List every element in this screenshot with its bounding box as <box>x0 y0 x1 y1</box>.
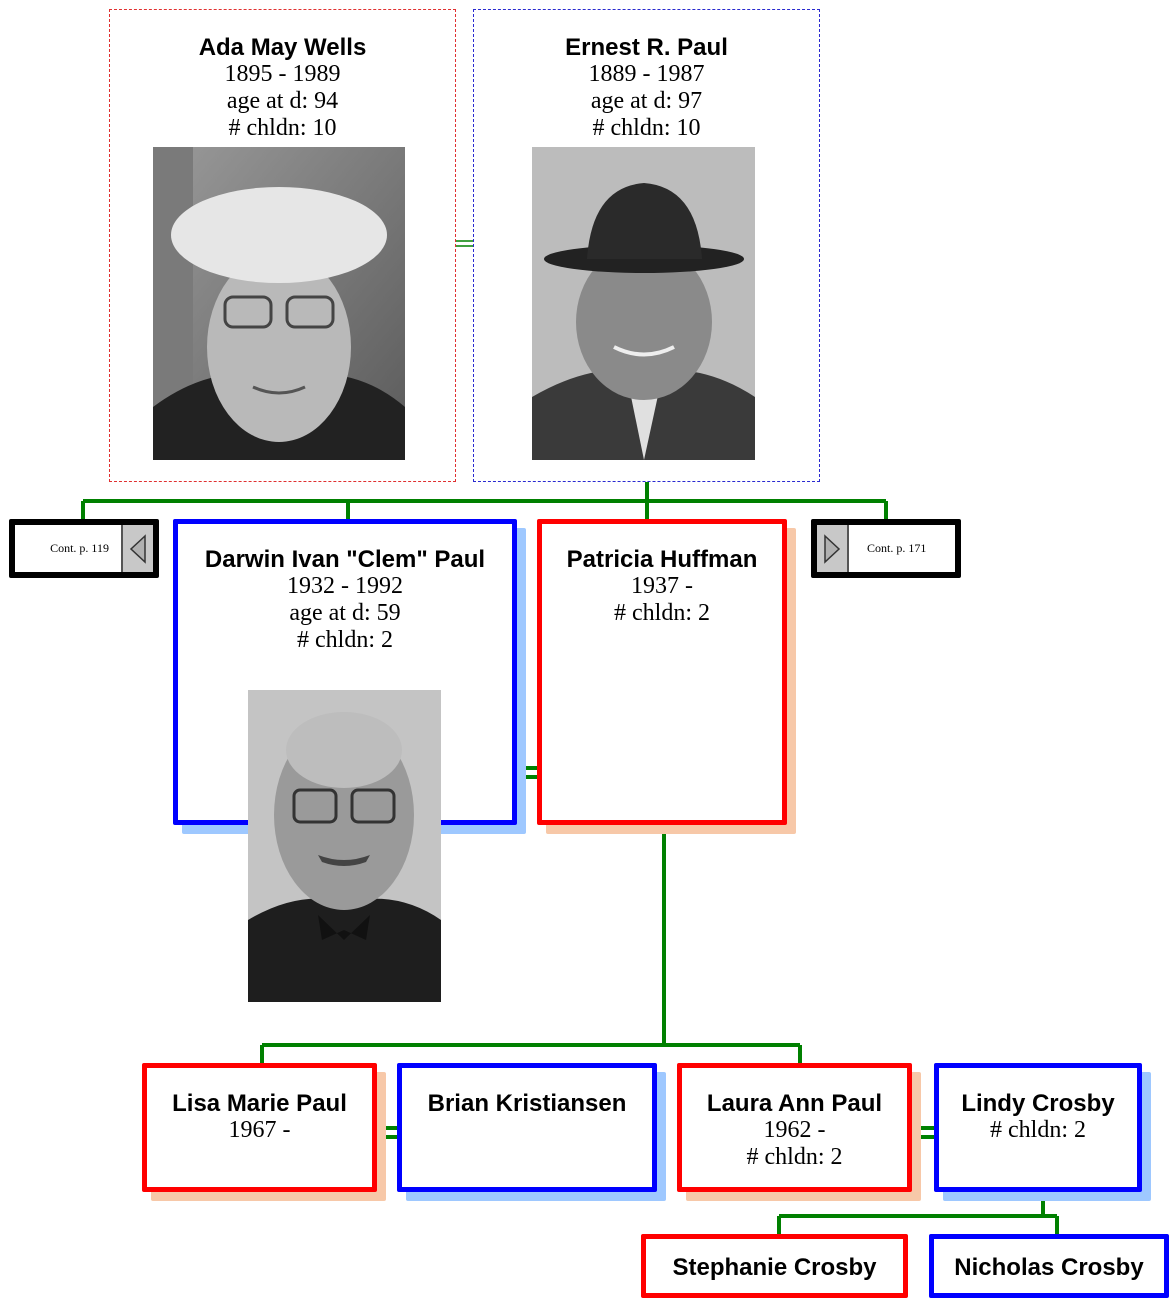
continuation-right-label: Cont. p. 171 <box>867 541 927 555</box>
person-card-ada-may-wells[interactable]: Ada May Wells 1895 - 1989 age at d: 94 #… <box>109 9 456 482</box>
person-name: Lindy Crosby <box>961 1090 1115 1117</box>
person-dates: 1937 - <box>631 573 693 599</box>
person-children-count: # chldn: 2 <box>990 1117 1086 1143</box>
person-age-at-death: age at d: 94 <box>226 88 339 114</box>
person-children-count: # chldn: 2 <box>297 627 393 653</box>
person-dates: 1889 - 1987 <box>588 61 705 87</box>
continuation-right-button[interactable]: Cont. p. 171 <box>811 519 961 578</box>
person-dates: 1932 - 1992 <box>287 573 403 599</box>
person-dates: 1895 - 1989 <box>224 61 341 87</box>
person-children-count: # chldn: 2 <box>614 600 710 626</box>
person-card-brian-kristiansen[interactable]: Brian Kristiansen <box>397 1063 657 1192</box>
person-name: Stephanie Crosby <box>672 1254 877 1281</box>
person-card-laura-ann-paul[interactable]: Laura Ann Paul 1962 - # chldn: 2 <box>677 1063 912 1192</box>
person-card-lindy-crosby[interactable]: Lindy Crosby # chldn: 2 <box>934 1063 1142 1192</box>
person-dates: 1962 - <box>763 1117 826 1143</box>
person-age-at-death: age at d: 59 <box>289 600 401 626</box>
arrow-left-icon <box>121 525 153 572</box>
person-age-at-death: age at d: 97 <box>590 88 703 114</box>
person-card-lisa-marie-paul[interactable]: Lisa Marie Paul 1967 - <box>142 1063 377 1192</box>
person-name: Patricia Huffman <box>566 546 758 573</box>
continuation-left-label: Cont. p. 119 <box>50 541 109 555</box>
person-name: Lisa Marie Paul <box>172 1090 347 1117</box>
portrait-photo <box>153 147 405 460</box>
person-dates: 1967 - <box>228 1117 291 1143</box>
person-card-nicholas-crosby[interactable]: Nicholas Crosby <box>929 1234 1169 1298</box>
arrow-right-icon <box>817 525 849 572</box>
person-children-count: # chldn: 10 <box>228 115 337 141</box>
person-card-patricia-huffman[interactable]: Patricia Huffman 1937 - # chldn: 2 <box>537 519 787 825</box>
person-name: Brian Kristiansen <box>427 1090 627 1117</box>
person-children-count: # chldn: 10 <box>592 115 701 141</box>
person-card-stephanie-crosby[interactable]: Stephanie Crosby <box>641 1234 908 1298</box>
continuation-left-button[interactable]: Cont. p. 119 <box>9 519 159 578</box>
person-children-count: # chldn: 2 <box>746 1144 843 1170</box>
person-name: Darwin Ivan "Clem" Paul <box>204 546 486 573</box>
portrait-photo <box>248 690 441 1002</box>
person-name: Laura Ann Paul <box>706 1090 883 1117</box>
person-name: Ada May Wells <box>198 34 367 61</box>
portrait-photo <box>532 147 755 460</box>
person-name: Ernest R. Paul <box>565 34 728 61</box>
person-card-ernest-r-paul[interactable]: Ernest R. Paul 1889 - 1987 age at d: 97 … <box>473 9 820 482</box>
person-name: Nicholas Crosby <box>954 1254 1144 1281</box>
